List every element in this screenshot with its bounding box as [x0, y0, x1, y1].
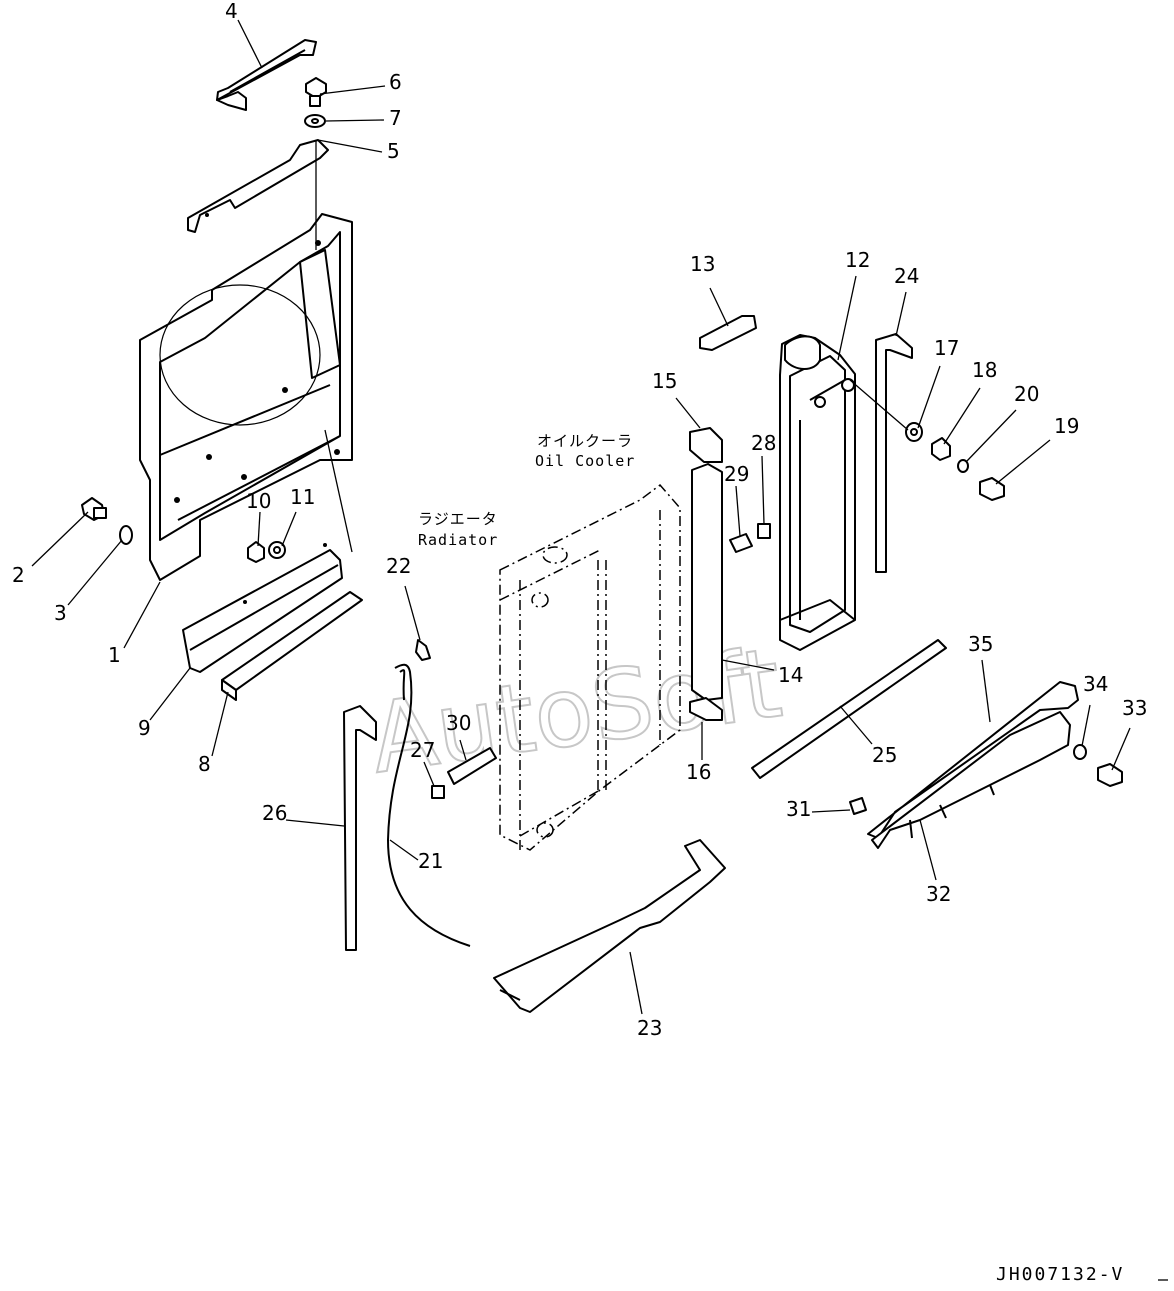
part-34-washer — [1073, 744, 1087, 760]
part-1-fan-shroud — [139, 213, 353, 581]
part-11-washer — [268, 541, 286, 559]
callout-20: 20 — [1014, 382, 1039, 406]
callout-8: 8 — [198, 752, 211, 776]
part-18-bushing — [931, 437, 951, 461]
callout-19: 19 — [1054, 414, 1079, 438]
callout-17: 17 — [934, 336, 959, 360]
part-6-bolt — [305, 77, 327, 107]
callout-16: 16 — [686, 760, 711, 784]
part-8-seal-strip — [221, 591, 363, 701]
part-2-bolt — [81, 497, 107, 521]
part-30-block — [447, 747, 497, 785]
radiator-label-en: Radiator — [418, 531, 498, 549]
part-29-block — [729, 533, 753, 553]
part-16-seal-block — [689, 697, 723, 721]
callout-23: 23 — [637, 1016, 662, 1040]
callout-33: 33 — [1122, 696, 1147, 720]
callout-4: 4 — [225, 0, 238, 23]
callout-11: 11 — [290, 485, 315, 509]
callout-numbers: 4 6 7 5 2 3 1 10 11 9 8 22 26 21 30 27 2… — [12, 0, 1147, 1040]
callout-27: 27 — [410, 738, 435, 762]
callout-2: 2 — [12, 563, 25, 587]
part-13-seal-block — [699, 315, 757, 351]
radiator-assembly — [499, 483, 681, 851]
callout-18: 18 — [972, 358, 997, 382]
callout-22: 22 — [386, 554, 411, 578]
oil-cooler-label-en: Oil Cooler — [535, 452, 635, 470]
callout-14: 14 — [778, 663, 803, 687]
part-14-vertical-seal — [691, 463, 723, 701]
callout-1: 1 — [108, 643, 121, 667]
callout-7: 7 — [389, 106, 402, 130]
callout-31: 31 — [786, 797, 811, 821]
part-24-l-seal — [875, 333, 913, 573]
callout-26: 26 — [262, 801, 287, 825]
part-17-washer — [905, 422, 923, 442]
part-35-side-seal — [867, 681, 1079, 839]
part-19-bolt — [979, 477, 1005, 501]
part-5-upper-plate — [187, 139, 329, 233]
part-32-side-cover — [871, 711, 1071, 849]
leader-lines — [31, 19, 1131, 1015]
part-28-block — [757, 523, 771, 539]
part-3-washer — [119, 525, 133, 545]
callout-28: 28 — [751, 431, 776, 455]
part-12-oil-cooler — [779, 334, 856, 651]
callout-15: 15 — [652, 369, 677, 393]
callout-30: 30 — [446, 711, 471, 735]
part-15-seal-block — [689, 427, 723, 463]
radiator-label-jp: ラジエータ — [418, 510, 498, 528]
callout-24: 24 — [894, 264, 919, 288]
part-27-block — [431, 785, 445, 799]
callout-34: 34 — [1083, 672, 1108, 696]
callout-10: 10 — [246, 489, 271, 513]
callout-21: 21 — [418, 849, 443, 873]
callout-5: 5 — [387, 139, 400, 163]
part-23-lower-seal — [493, 839, 726, 1013]
part-10-nut — [247, 541, 265, 563]
callout-25: 25 — [872, 743, 897, 767]
part-25-seal-strip — [751, 639, 947, 779]
callout-3: 3 — [54, 601, 67, 625]
callout-9: 9 — [138, 716, 151, 740]
callout-13: 13 — [690, 252, 715, 276]
callout-35: 35 — [968, 632, 993, 656]
part-33-bolt — [1097, 763, 1123, 787]
callout-29: 29 — [724, 462, 749, 486]
callout-6: 6 — [389, 70, 402, 94]
part-21-hose — [387, 663, 471, 947]
part-22-clip — [415, 639, 431, 661]
oil-cooler-label-jp: オイルクーラ — [537, 432, 633, 450]
part-20-washer — [957, 459, 969, 473]
document-id: JH007132-V — [996, 1264, 1124, 1285]
callout-32: 32 — [926, 882, 951, 906]
part-4-top-bracket — [216, 39, 317, 111]
part-26-l-seal — [343, 705, 377, 951]
part-7-washer — [304, 114, 326, 128]
callout-12: 12 — [845, 248, 870, 272]
part-31-block — [849, 797, 867, 815]
